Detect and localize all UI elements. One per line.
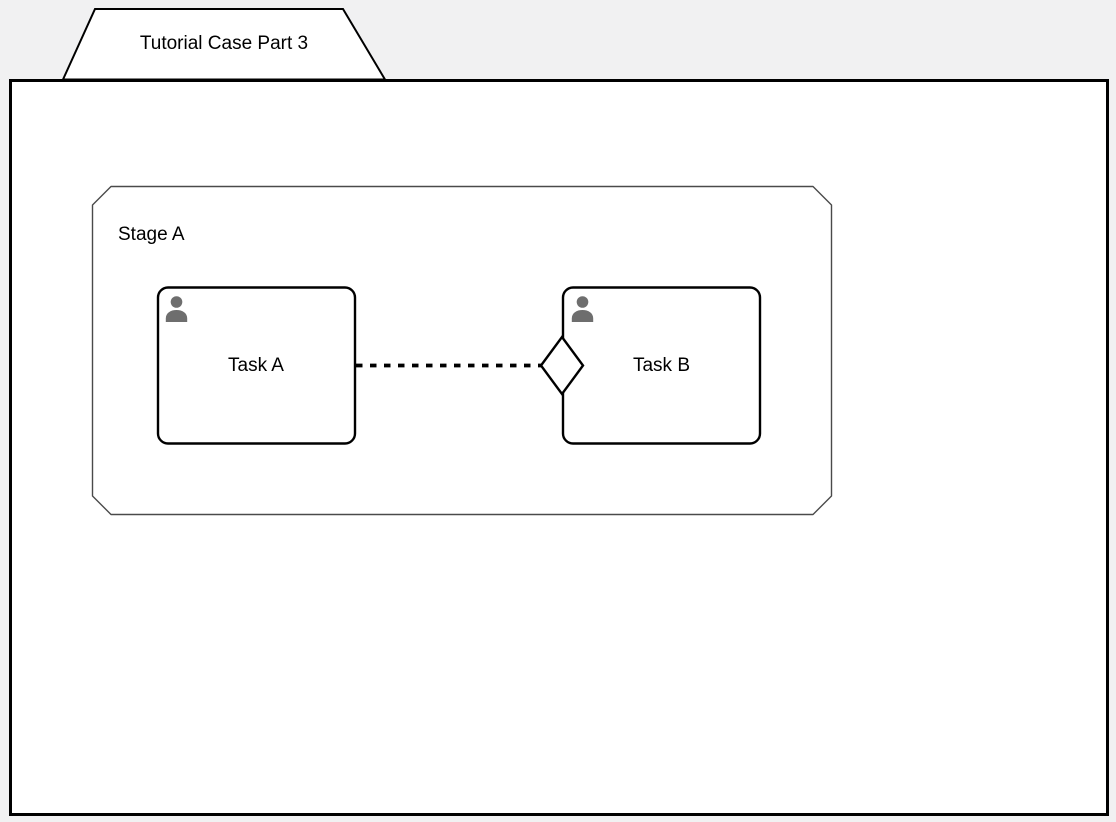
person-icon xyxy=(165,296,188,322)
task-a-shape[interactable] xyxy=(156,286,357,445)
entry-criterion-diamond[interactable] xyxy=(539,334,585,397)
case-plan-tab[interactable] xyxy=(61,8,387,81)
person-icon xyxy=(571,296,594,322)
task-b-shape[interactable] xyxy=(561,286,762,445)
